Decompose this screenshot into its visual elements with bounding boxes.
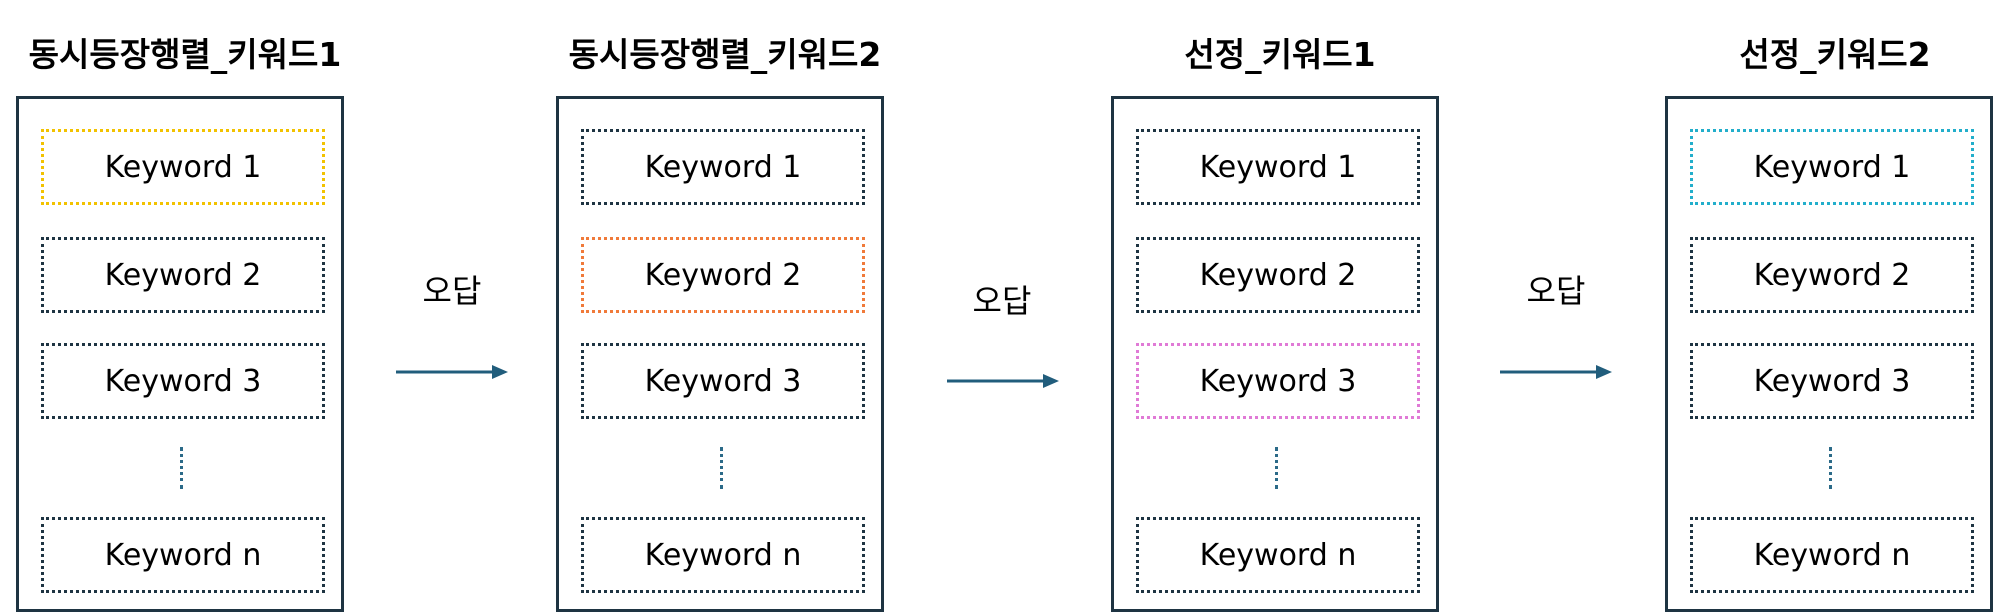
- ellipsis-dots: [720, 447, 723, 489]
- transition-label-3: 오답: [1526, 272, 1586, 310]
- column-title-2: 동시등장행렬_키워드2: [568, 35, 882, 74]
- keyword-panel-2: Keyword 1 Keyword 2 Keyword 3 Keyword n: [556, 96, 884, 612]
- keyword-box-2: Keyword 2: [1690, 237, 1974, 313]
- right-arrow-icon: [1500, 365, 1612, 379]
- keyword-box-3: Keyword 3: [41, 343, 325, 419]
- column-title-3: 선정_키워드1: [1184, 35, 1376, 74]
- keyword-box-2: Keyword 2: [1136, 237, 1420, 313]
- keyword-box-n: Keyword n: [581, 517, 865, 593]
- right-arrow-icon: [396, 365, 508, 379]
- keyword-panel-4: Keyword 1 Keyword 2 Keyword 3 Keyword n: [1665, 96, 1993, 612]
- keyword-box-n: Keyword n: [1136, 517, 1420, 593]
- keyword-box-3: Keyword 3: [581, 343, 865, 419]
- keyword-box-2: Keyword 2: [581, 237, 865, 313]
- right-arrow-icon: [947, 374, 1059, 388]
- keyword-box-1: Keyword 1: [581, 129, 865, 205]
- keyword-box-1: Keyword 1: [1136, 129, 1420, 205]
- transition-label-2: 오답: [972, 282, 1032, 320]
- keyword-box-3: Keyword 3: [1136, 343, 1420, 419]
- column-title-1: 동시등장행렬_키워드1: [28, 35, 342, 74]
- keyword-box-2: Keyword 2: [41, 237, 325, 313]
- keyword-box-n: Keyword n: [41, 517, 325, 593]
- transition-label-1: 오답: [422, 272, 482, 310]
- ellipsis-dots: [1829, 447, 1832, 489]
- keyword-panel-1: Keyword 1 Keyword 2 Keyword 3 Keyword n: [16, 96, 344, 612]
- keyword-box-3: Keyword 3: [1690, 343, 1974, 419]
- keyword-box-1: Keyword 1: [41, 129, 325, 205]
- ellipsis-dots: [180, 447, 183, 489]
- keyword-box-n: Keyword n: [1690, 517, 1974, 593]
- column-title-4: 선정_키워드2: [1739, 35, 1931, 74]
- keyword-panel-3: Keyword 1 Keyword 2 Keyword 3 Keyword n: [1111, 96, 1439, 612]
- keyword-box-1: Keyword 1: [1690, 129, 1974, 205]
- ellipsis-dots: [1275, 447, 1278, 489]
